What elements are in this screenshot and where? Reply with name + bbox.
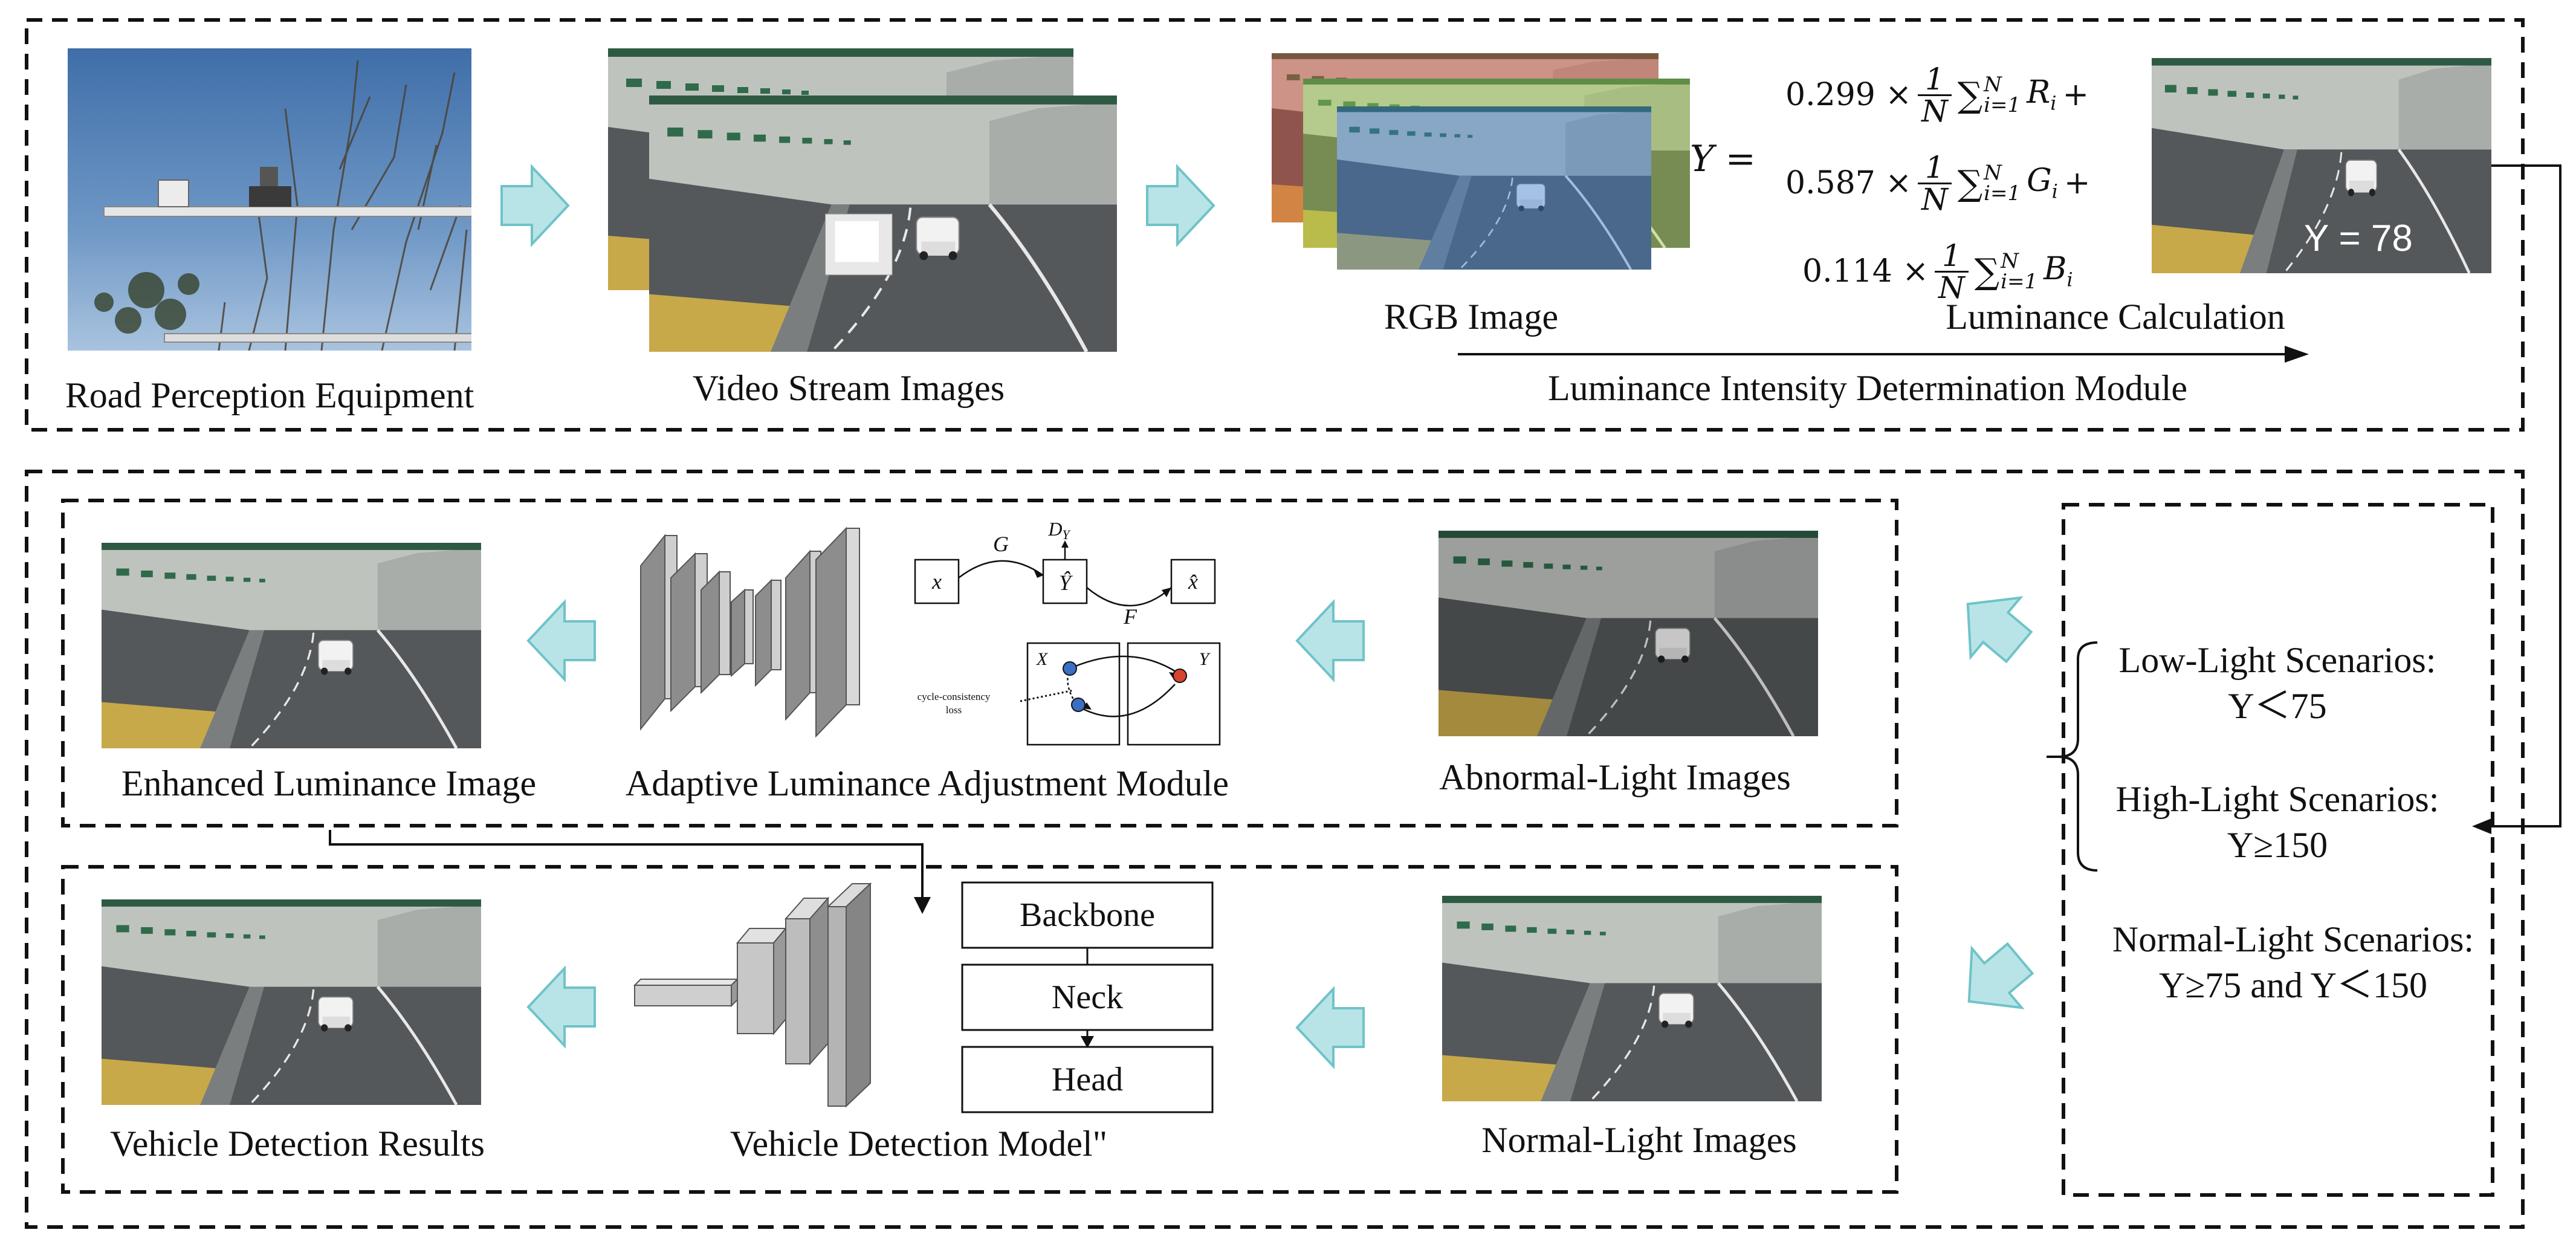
neck-label: Neck: [1052, 979, 1123, 1016]
connector-luminance-to-scenarios: [2483, 164, 2561, 827]
enhance-row-frame: [61, 499, 1898, 827]
normal-light-image: [1442, 896, 1822, 1101]
cyclegan-cap-x: X: [1036, 649, 1049, 669]
enhanced-luminance-image: [102, 543, 481, 748]
road-perception-label: Road Perception Equipment: [65, 375, 474, 415]
formula-lhs: Y =: [1690, 138, 1756, 180]
rgb-image-label: RGB Image: [1383, 297, 1559, 337]
cyclegan-yhat: Ŷ: [1059, 571, 1073, 595]
vehicle-detection-model-label: Vehicle Detection Model": [730, 1124, 1108, 1164]
arrow-left-enhanced: [527, 601, 596, 681]
abnormal-light-image: [1438, 531, 1818, 736]
detection-cnn-layers: [633, 882, 872, 1108]
top-section-frame: [25, 18, 2525, 432]
connector-arrowhead: [2472, 818, 2491, 834]
cyclegan-f: F: [1123, 604, 1138, 629]
arrow-left-normal: [1296, 988, 1365, 1067]
arrow-left-detect: [527, 967, 596, 1047]
abnormal-light-label: Abnormal-Light Images: [1439, 757, 1791, 797]
cyclegan-g: G: [993, 532, 1009, 556]
video-stream-label: Video Stream Images: [692, 368, 1005, 408]
detect-row-frame: [61, 865, 1898, 1194]
vehicle-detection-result-image: [102, 899, 481, 1105]
formula-line-g: 0.587 × 1 N ∑ N i=1 Gi +: [1785, 149, 2091, 217]
backbone-block: [961, 881, 1214, 949]
head-block: [961, 1046, 1214, 1113]
cycle-loss-line2: loss: [946, 704, 962, 716]
head-label: Head: [1052, 1061, 1123, 1098]
neck-block: [961, 963, 1214, 1031]
arrow-diag-lower: [1943, 927, 2047, 1032]
arrow-left-abnormal: [1296, 601, 1365, 681]
connector-enhanced-to-detect: [329, 830, 924, 902]
fraction: 1 N: [1917, 64, 1952, 126]
cyclegan-cap-y: Y: [1199, 649, 1211, 669]
normal-light-label: Normal-Light Images: [1481, 1120, 1797, 1160]
normal-light-scenario: Normal-Light Scenarios: Y≥75 and Y＜150: [2112, 919, 2474, 1005]
enhanced-luminance-label: Enhanced Luminance Image: [121, 763, 537, 803]
video-stream-front-frame: [649, 96, 1117, 355]
vehicle-detection-results-label: Vehicle Detection Results: [110, 1124, 485, 1164]
formula-line-r: 0.299 × 1 N ∑ N i=1 Ri +: [1785, 61, 2089, 129]
arrow-diag-upper: [1941, 573, 2045, 678]
backbone-label: Backbone: [1020, 896, 1155, 934]
adaptive-module-label: Adaptive Luminance Adjustment Module: [625, 763, 1229, 803]
arrow-right-1: [500, 166, 569, 245]
formula-body: 0.299 × 1 N ∑ N i=1 Ri + 0.587 × 1 N ∑ N…: [1785, 51, 2090, 316]
bottom-section-frame: [25, 470, 2525, 1229]
cyclegan-xhat: x̂: [1188, 569, 1198, 594]
cycle-loss-line1: cycle-consistency: [917, 691, 991, 702]
luminance-calc-label: Luminance Calculation: [1946, 297, 2285, 337]
road-perception-photo: [68, 48, 471, 351]
rgb-blue-channel: [1337, 106, 1651, 270]
high-light-scenario: High-Light Scenarios: Y≥150: [2115, 779, 2439, 865]
arrow-right-2: [1146, 166, 1215, 245]
y-value-overlay: Y = 78: [2304, 218, 2413, 259]
cyclegan-x: x: [931, 569, 942, 594]
module-direction-arrowhead: [2285, 346, 2309, 363]
connector-arrowhead-down: [914, 897, 931, 914]
formula-line-b: 0.114 × 1 N ∑ N i=1 Bi: [1802, 238, 2073, 305]
cyclegan-diagram: x G DY Ŷ F x̂ X Y cycle-consistency loss: [914, 518, 1221, 746]
detection-architecture-blocks: Backbone Neck Head: [961, 881, 1214, 1113]
luminance-module-label: Luminance Intensity Determination Module: [1547, 368, 2188, 408]
scenario-frame: [2062, 503, 2494, 1197]
cyclegan-dy: DY: [1047, 518, 1071, 542]
low-light-scenario: Low-Light Scenarios: Y＜75: [2118, 640, 2436, 726]
adaptive-cnn-layers: [640, 526, 860, 738]
